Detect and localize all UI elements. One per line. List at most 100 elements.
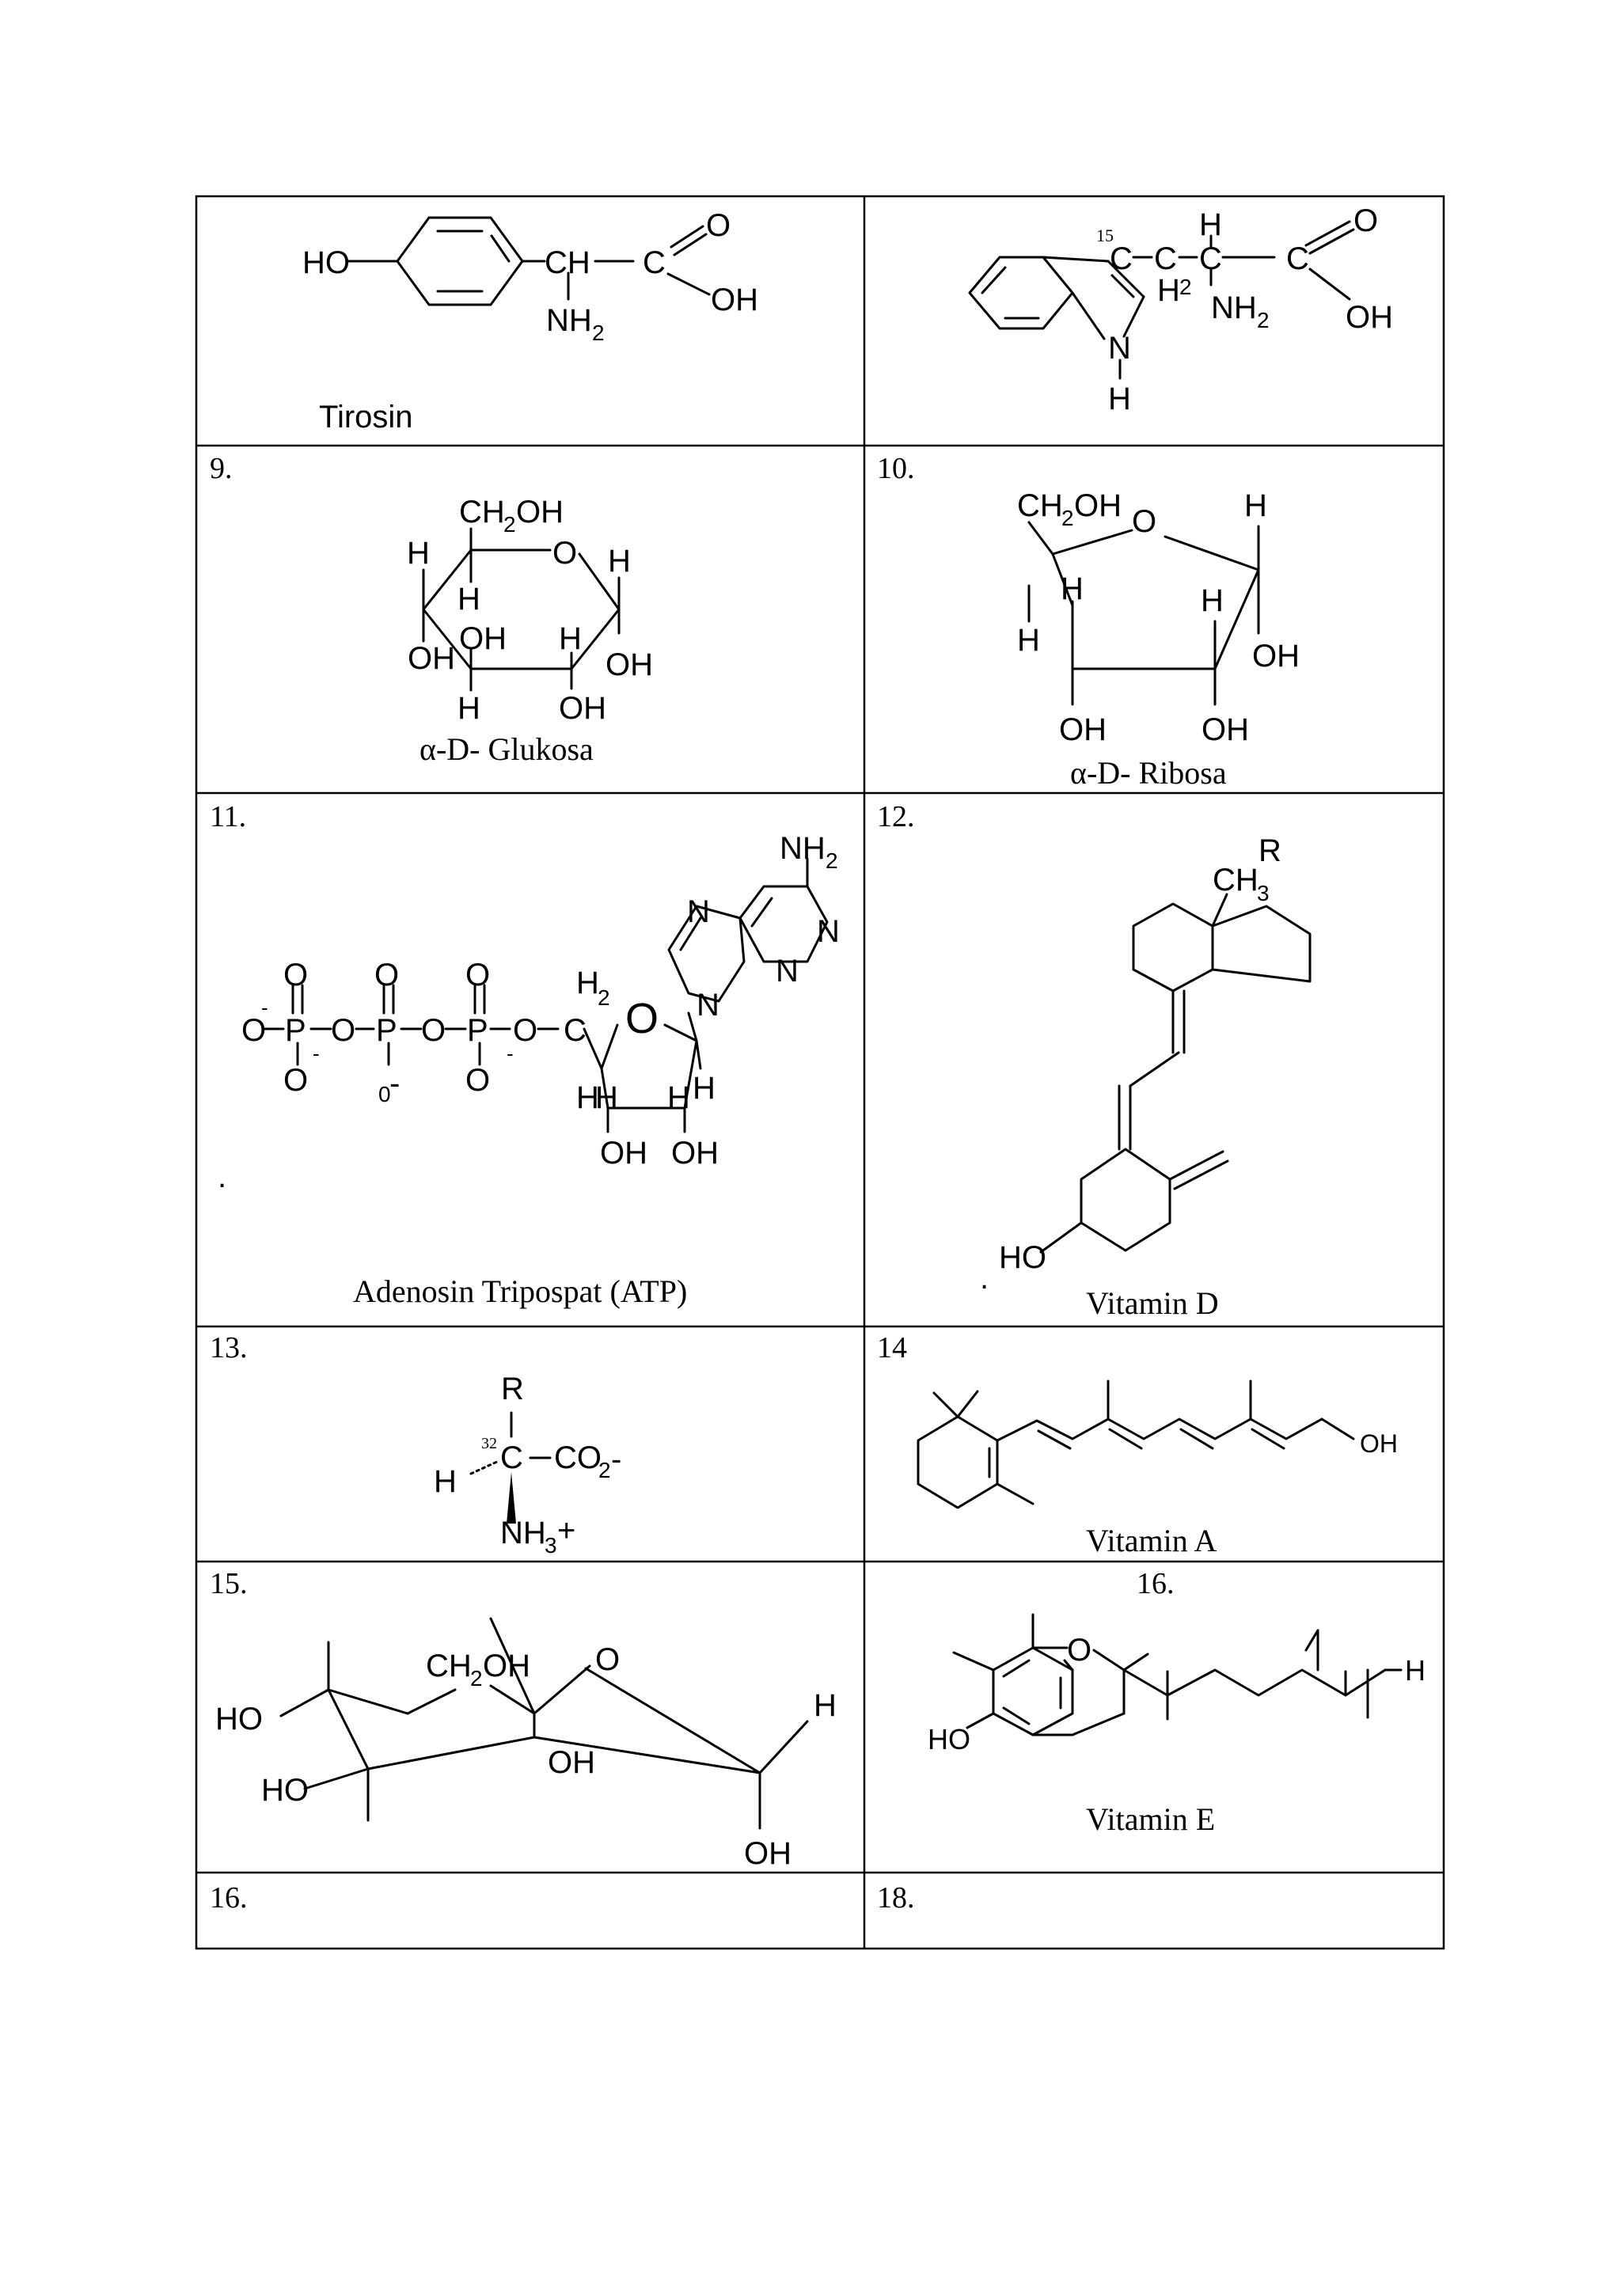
rib-oh3: OH <box>1202 712 1249 747</box>
cell-number-18: 18. <box>877 1881 915 1915</box>
rib-ch: CH <box>1017 488 1063 523</box>
rib-oh2: OH <box>1059 712 1107 747</box>
atp-n3: N <box>776 954 799 989</box>
caption-vitamin-a: Vitamin A <box>1086 1523 1217 1558</box>
caption-vitamin-d: Vitamin D <box>1086 1285 1219 1321</box>
amino-minus: - <box>611 1442 621 1477</box>
structure-15: HO HO CH 2 OH O H OH OH <box>215 1617 837 1871</box>
atp-nh-sub: 2 <box>826 848 838 873</box>
atp-o2: O <box>374 958 399 992</box>
rib-h2: H <box>1061 571 1084 606</box>
atp-c: C <box>564 1013 587 1048</box>
c15-oh-top: OH <box>483 1649 530 1683</box>
trp-h2-sub: 2 <box>1179 275 1192 299</box>
cell-captions: Tirosin α-D- Glukosa α-D- Ribosa Adenosi… <box>319 400 1227 1837</box>
trp-c3: C <box>1199 241 1222 276</box>
cell-number-16-bottom: 16. <box>210 1881 248 1915</box>
tyr-o: O <box>706 208 731 243</box>
table-grid <box>195 195 1445 1950</box>
amino-plus: + <box>557 1513 575 1548</box>
vite-ho: HO <box>928 1723 970 1755</box>
trp-c1: C <box>1110 241 1133 276</box>
atp-n1: N <box>817 914 840 949</box>
tyr-oh: OH <box>711 283 758 317</box>
amino-co-sub: 2 <box>598 1458 611 1482</box>
rib-oh1: OH <box>1252 639 1300 674</box>
atp-o7: O <box>513 1013 537 1048</box>
atp-p3: P <box>467 1013 488 1048</box>
tyr-c: C <box>643 245 666 280</box>
glukosa-structure: CH 2 OH O H H H H OH OH OH H OH <box>407 495 653 726</box>
tryptophan-structure: 15 C C C C H O H 2 NH 2 OH N H <box>968 203 1393 416</box>
amino-c: C <box>500 1440 523 1475</box>
cell-number-9: 9. <box>210 452 233 485</box>
rib-h4: H <box>1017 623 1040 658</box>
atp-minus2: - <box>261 996 268 1019</box>
atp-h-a: H <box>576 1080 599 1115</box>
vitamin-e-structure: O HO H <box>928 1613 1425 1755</box>
atp-oh2: OH <box>671 1136 719 1171</box>
atp-h-b: H <box>595 1080 618 1115</box>
glu-ch: CH <box>459 495 505 529</box>
cell-number-14: 14 <box>877 1331 907 1364</box>
trp-h2: H <box>1157 273 1180 308</box>
cell-number-13: 13. <box>210 1331 248 1364</box>
atp-h2-sub: 2 <box>598 985 610 1010</box>
c15-ho2: HO <box>261 1773 309 1808</box>
rib-h3: H <box>1201 583 1224 618</box>
trp-nh-sub: 2 <box>1257 308 1270 332</box>
cell-number-15: 15. <box>210 1567 248 1600</box>
vitamin-d-structure: R CH 3 HO . <box>980 833 1312 1296</box>
vitd-r: R <box>1258 833 1281 868</box>
atp-zero: 0 <box>378 1082 391 1106</box>
trp-o: O <box>1353 203 1378 238</box>
caption-vitamin-e: Vitamin E <box>1086 1801 1215 1837</box>
atp-h-d: H <box>693 1071 716 1106</box>
glu-oh1: OH <box>408 641 455 676</box>
amino-nh: NH <box>500 1516 546 1550</box>
glu-h2: H <box>608 544 631 579</box>
cell-numbers: 9. 10. 11. 12. 13. 14 15. 16. 16. 18. <box>210 452 1175 1915</box>
c15-o: O <box>595 1642 620 1677</box>
trp-oh: OH <box>1346 300 1393 335</box>
atp-o6: O <box>421 1013 446 1048</box>
ribosa-structure: CH 2 OH O H H H H OH OH OH <box>1017 488 1300 747</box>
amino-nh-sub: 3 <box>545 1533 557 1558</box>
atp-o4: O <box>241 1013 266 1048</box>
glu-h3: H <box>457 582 480 617</box>
rib-h1: H <box>1244 488 1267 523</box>
atp-o9: O <box>465 1063 490 1098</box>
cell-number-12: 12. <box>877 800 915 833</box>
atp-o3: O <box>465 958 490 992</box>
atp-o5: O <box>331 1013 355 1048</box>
glu-oh4: OH <box>559 691 606 726</box>
glu-h1: H <box>407 536 430 571</box>
trp-c2: C <box>1154 241 1177 276</box>
atp-oh1: OH <box>600 1136 647 1171</box>
tirosin-structure: HO CH C O OH NH 2 <box>302 208 758 345</box>
tyr-ch: CH <box>545 245 590 280</box>
atp-minus1: - <box>389 1066 400 1101</box>
rib-o: O <box>1132 504 1156 539</box>
tyr-nh: NH <box>546 303 592 338</box>
glu-oh3: OH <box>606 647 653 682</box>
glu-sub: 2 <box>503 512 516 537</box>
amino-h: H <box>434 1464 457 1499</box>
caption-glukosa: α-D- Glukosa <box>419 731 594 767</box>
trp-c4: C <box>1286 241 1309 276</box>
trp-nh: NH <box>1211 290 1257 325</box>
atp-ring-o: O <box>625 995 659 1042</box>
rib-sub: 2 <box>1061 506 1074 530</box>
atp-o8: O <box>283 1063 308 1098</box>
cell-number-10: 10. <box>877 452 915 485</box>
atp-dot: . <box>218 1159 226 1194</box>
atp-n7: N <box>687 894 710 929</box>
vite-h: H <box>1405 1654 1425 1687</box>
c15-ch: CH <box>426 1649 472 1683</box>
vitd-dot: . <box>980 1261 989 1296</box>
trp-h: H <box>1199 207 1222 242</box>
atp-minus4: - <box>507 1042 514 1065</box>
vita-oh: OH <box>1360 1429 1398 1458</box>
c15-h: H <box>814 1688 837 1723</box>
caption-ribosa: α-D- Ribosa <box>1070 755 1227 791</box>
